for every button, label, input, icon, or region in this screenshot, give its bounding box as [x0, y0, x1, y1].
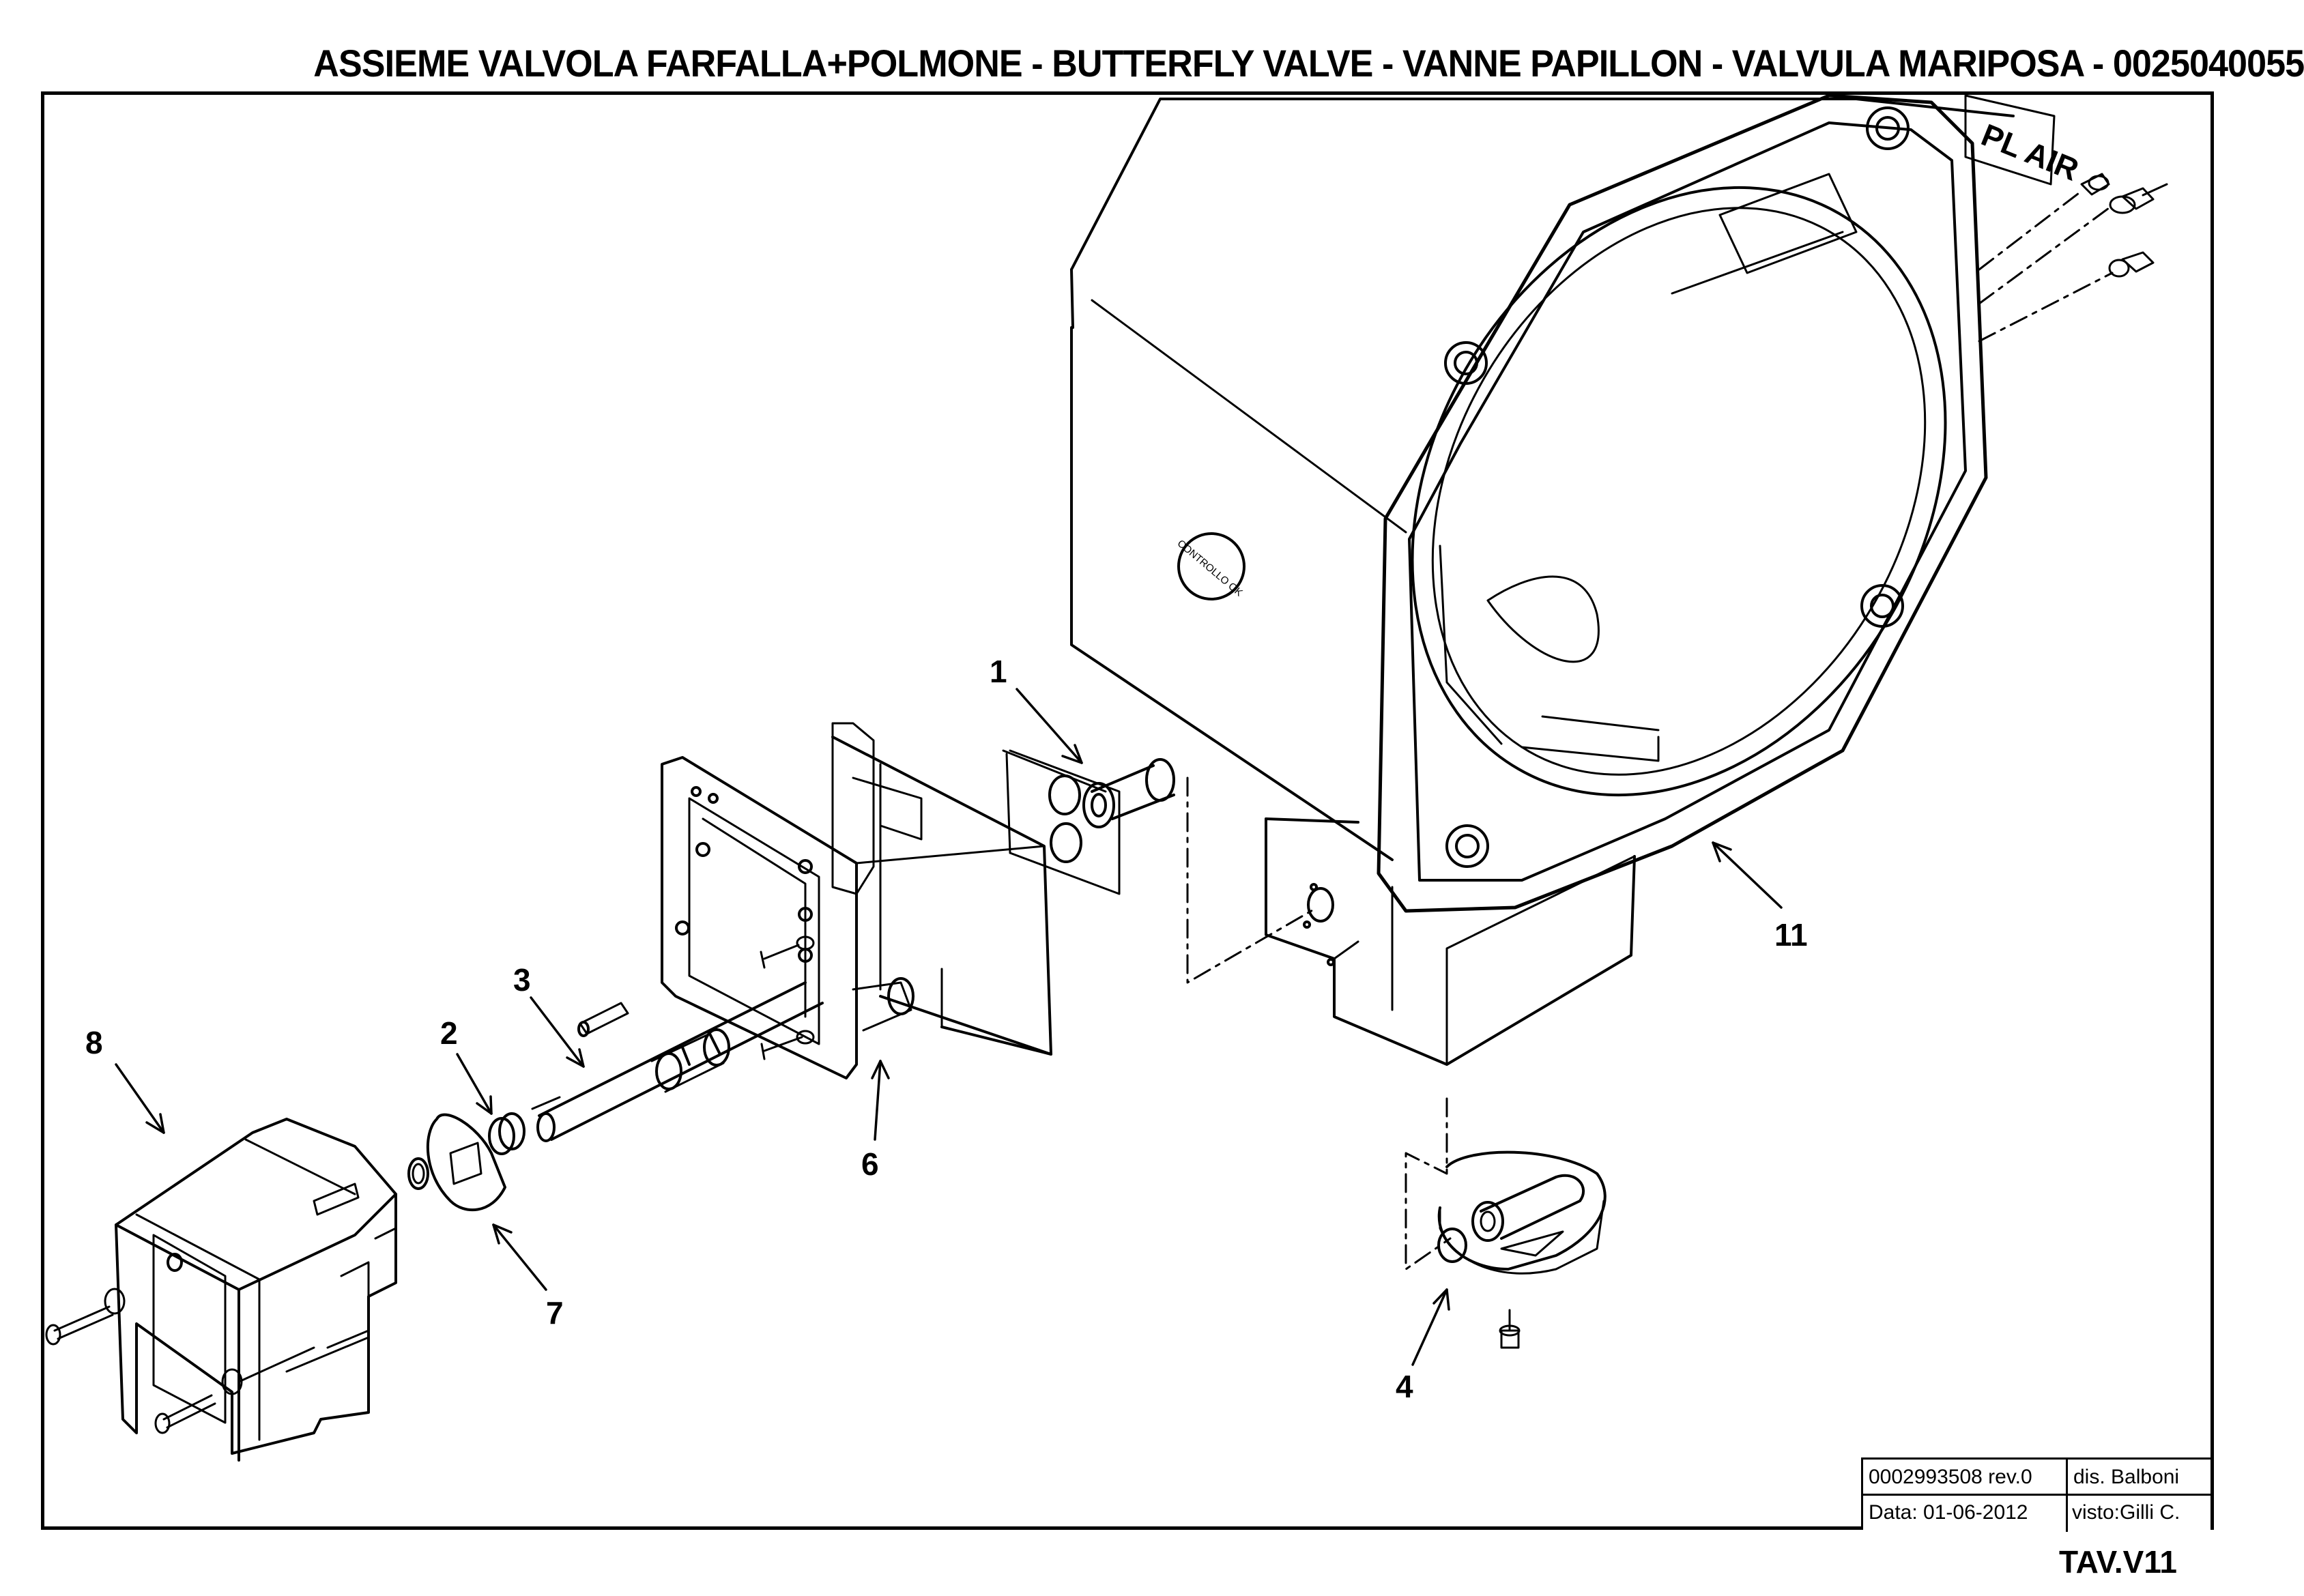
stamp-text: CONTROLLO OK: [1175, 538, 1245, 599]
quality-stamp: CONTROLLO OK: [1175, 532, 1245, 600]
callout-3: 3: [513, 962, 531, 998]
plug-leader-lines: [1978, 190, 2114, 343]
part-8-actuator-servomotor: [45, 1118, 397, 1462]
sheet-id: TAV.V11: [2058, 1544, 2177, 1580]
part-3-shaft: [531, 981, 824, 1142]
part-7-washer-plate: [407, 1113, 506, 1211]
checked-by: visto:Gilli C.: [2072, 1501, 2180, 1524]
axis-line-part-4: [1405, 1097, 1452, 1271]
part-11-valve-housing: [1070, 93, 2056, 1066]
drawn-by: dis. Balboni: [2073, 1466, 2180, 1488]
drawing-date: Data: 01-06-2012: [1869, 1501, 2028, 1524]
axis-line-bushing: [1186, 777, 1319, 984]
part-2-o-rings: [488, 1112, 525, 1155]
doc-number: 0002993508 rev.0: [1869, 1466, 2032, 1488]
drawing-title: ASSIEME VALVOLA FARFALLA+POLMONE - BUTTE…: [313, 42, 2304, 85]
callout-1: 1: [990, 654, 1007, 689]
callout-11: 11: [1774, 917, 1808, 953]
drawing-frame: [41, 91, 2214, 1530]
part-6-support-bracket: [661, 722, 1107, 1079]
callout-4: 4: [1396, 1369, 1413, 1404]
title-block: 0002993508 rev.0 dis. Balboni Data: 01-0…: [1861, 1457, 2213, 1532]
part-1-bushing: [1005, 749, 1175, 895]
callout-8: 8: [85, 1025, 103, 1060]
leader-arrows: [115, 688, 1783, 1366]
part-4-lever-cam: [1437, 1150, 1607, 1349]
callout-6: 6: [861, 1146, 879, 1182]
callout-7: 7: [546, 1295, 564, 1331]
callout-2: 2: [440, 1015, 458, 1051]
plug-fittings: [2080, 173, 2168, 278]
